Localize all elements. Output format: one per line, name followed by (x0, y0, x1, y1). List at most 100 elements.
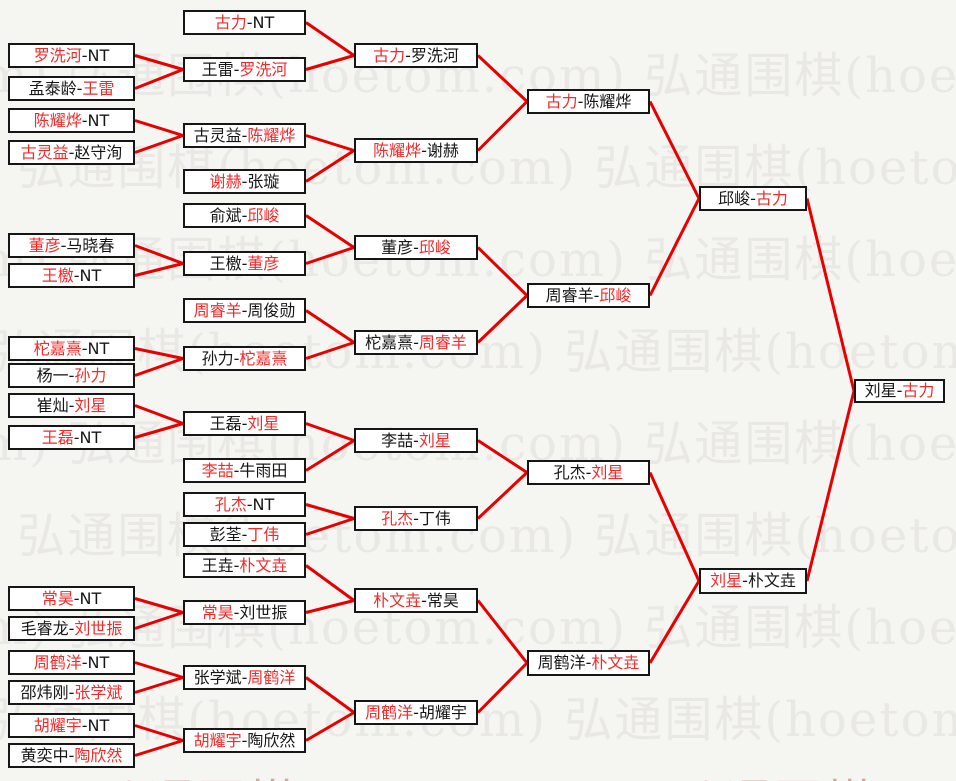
loser-name: 张璇 (247, 171, 280, 191)
match-box: 刘星-朴文垚 (699, 568, 807, 594)
match-box: 杨一-孙力 (8, 363, 135, 388)
bracket-connector-line (134, 54, 184, 71)
loser-name: 孔杰 (553, 462, 586, 482)
hyphen: - (81, 715, 88, 735)
bracket-connector-line (134, 68, 184, 90)
hyphen: - (413, 237, 419, 257)
bracket-connector-line (305, 564, 355, 602)
match-box: 彭荃-丁伟 (183, 522, 306, 547)
bracket-connector-line (476, 661, 529, 714)
winner-name: 古力 (902, 381, 935, 400)
bracket-connector-line (134, 404, 184, 425)
loser-name: 俞斌 (209, 205, 242, 225)
match-box: 胡耀宇-NT (8, 713, 135, 738)
bracket-connector-line (305, 149, 355, 183)
winner-name: 孙力 (74, 365, 107, 385)
match-box: 周鹤洋-朴文垚 (527, 650, 650, 676)
hyphen: - (241, 171, 248, 191)
winner-name: 周鹤洋 (365, 702, 414, 722)
loser-name: 邱峻 (718, 188, 751, 208)
winner-name: 古灵益 (20, 142, 69, 162)
match-box: 毛睿龙-刘世振 (8, 616, 135, 641)
winner-name: 朴文垚 (591, 653, 640, 672)
match-box: 常昊-刘世振 (183, 600, 306, 625)
bracket-connector-line (476, 294, 529, 344)
match-box: 崔灿-刘星 (8, 393, 135, 418)
winner-name: 张学斌 (74, 682, 123, 702)
match-box: 周鹤洋-胡耀宇 (354, 700, 478, 725)
loser-name: 王檄 (209, 253, 242, 273)
hyphen: - (413, 332, 419, 352)
loser-name: 古灵益 (193, 125, 242, 145)
winner-name: 周睿羊 (418, 332, 467, 352)
hyphen: - (68, 745, 75, 765)
loser-name: 胡耀宇 (418, 702, 467, 722)
match-box: 张学斌-周鹤洋 (183, 665, 306, 690)
loser-name: 李喆 (381, 430, 414, 450)
bracket-connector-line (476, 54, 529, 103)
match-box: 董彦-马晓春 (8, 233, 135, 258)
winner-name: 刘世振 (74, 618, 123, 638)
hyphen: - (233, 348, 240, 368)
bracket-connector-line (305, 54, 355, 71)
winner-name: 胡耀宇 (193, 730, 242, 750)
bracket-connector-line (134, 661, 184, 679)
match-box: 王垚-朴文垚 (183, 553, 306, 578)
winner-name: 柁嘉熹 (239, 348, 288, 368)
loser-name: 邵炜刚 (20, 682, 69, 702)
loser-name: NT (252, 494, 275, 514)
bracket-connector-line (134, 597, 184, 614)
loser-name: 王雷 (201, 59, 234, 79)
bracket-connector-line (476, 100, 529, 152)
bracket-connector-line (134, 676, 184, 694)
match-box: 陈耀烨-谢赫 (354, 138, 478, 163)
match-box: 董彦-邱峻 (354, 235, 478, 260)
loser-name: 毛睿龙 (20, 618, 69, 638)
match-box: 朴文垚-常昊 (354, 588, 478, 613)
bracket-connector-line (134, 262, 184, 277)
winner-name: 谢赫 (209, 171, 242, 191)
winner-name: 古力 (214, 12, 247, 32)
match-box: 周睿羊-邱峻 (527, 283, 650, 308)
match-box: 胡耀宇-陶欣然 (183, 728, 306, 753)
winner-name: 王檄 (41, 265, 74, 285)
match-box: 柁嘉熹-NT (8, 336, 135, 361)
hyphen: - (241, 667, 248, 687)
bracket-connector-line (134, 611, 184, 630)
match-box: 王檄-NT (8, 263, 135, 288)
winner-name: 陈耀烨 (373, 140, 422, 160)
loser-name: 刘世振 (239, 602, 288, 622)
winner-name: 刘星 (710, 571, 743, 590)
bracket-connector-line (305, 341, 355, 360)
winner-name: 常昊 (201, 602, 234, 622)
hyphen: - (81, 338, 88, 358)
bracket-connector-line (134, 347, 184, 360)
bracket-connector-line (305, 309, 355, 344)
winner-name: 董彦 (247, 253, 280, 273)
bracket-connector-line (134, 724, 184, 742)
hyphen: - (68, 395, 75, 415)
loser-name: 陶欣然 (247, 730, 296, 750)
match-box: 李喆-牛雨田 (183, 458, 306, 483)
winner-name: 刘星 (591, 462, 624, 482)
loser-name: 刘星 (864, 381, 897, 400)
bracket-connector-line (134, 357, 184, 377)
loser-name: 马晓春 (66, 235, 115, 255)
loser-name: 周鹤洋 (537, 653, 586, 672)
hyphen: - (593, 285, 600, 305)
loser-name: NT (252, 12, 275, 32)
bracket-connector-line (648, 580, 701, 664)
bracket-connector-line (305, 214, 355, 249)
bracket-connector-line (305, 676, 355, 714)
bracket-connector-line (305, 422, 355, 442)
match-box: 孙力-柁嘉熹 (183, 346, 306, 371)
hyphen: - (73, 588, 80, 608)
winner-name: 丁伟 (247, 524, 280, 544)
loser-name: 周俊勋 (247, 300, 296, 320)
loser-name: 柁嘉熹 (365, 332, 414, 352)
loser-name: NT (87, 45, 110, 65)
winner-name: 王磊 (41, 427, 74, 447)
winner-name: 邱峻 (247, 205, 280, 225)
loser-name: 赵守洵 (74, 142, 123, 162)
match-box: 孔杰-NT (183, 492, 306, 517)
